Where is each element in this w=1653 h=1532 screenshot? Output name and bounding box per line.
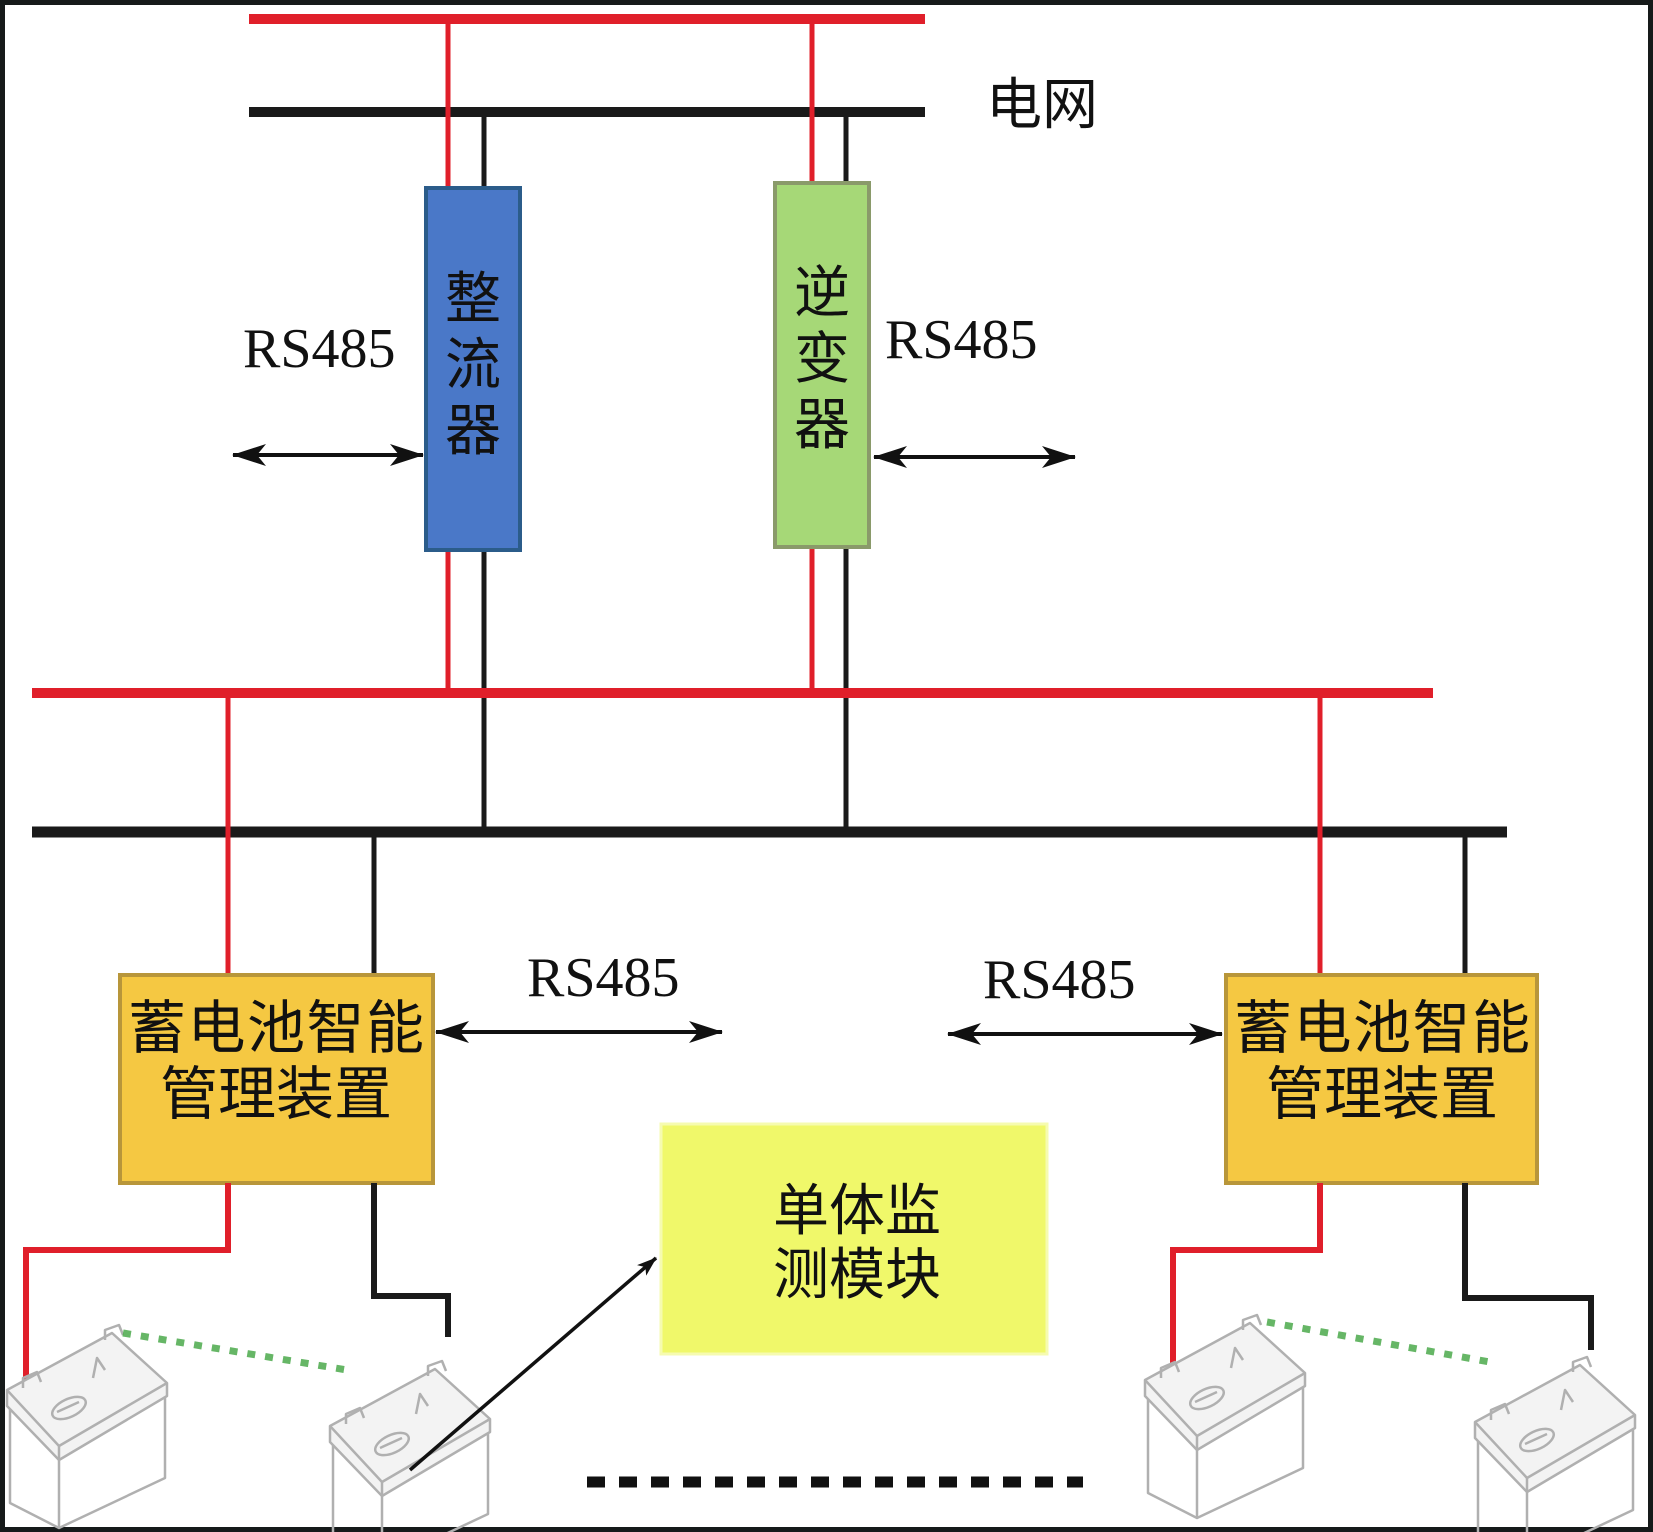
rectifier-label-3: 器 xyxy=(445,399,501,464)
battery-icon xyxy=(328,1359,492,1532)
rs485-label-bms-right: RS485 xyxy=(983,949,1136,1011)
battery-right-neutral-wire xyxy=(1462,1183,1594,1350)
bms-left-label-1: 蓄电池智能 xyxy=(128,994,424,1062)
battery-left-live-wire xyxy=(23,1183,231,1390)
battery-right-live-wire xyxy=(1170,1183,1323,1378)
rs485-label-bms-left: RS485 xyxy=(527,947,680,1009)
monitor-pointer-arrow xyxy=(408,1256,658,1472)
bms-right-label-2: 管理装置 xyxy=(1266,1060,1498,1128)
cell-link-left xyxy=(122,1329,348,1374)
battery-icon xyxy=(5,1323,169,1530)
cell-monitor-label-1: 单体监 xyxy=(773,1179,941,1244)
battery-icon xyxy=(1143,1313,1307,1520)
battery-left-neutral-wire xyxy=(371,1183,451,1337)
grid-label: 电网 xyxy=(986,73,1098,138)
battery-icon xyxy=(1473,1355,1637,1532)
rs485-label-rectifier: RS485 xyxy=(243,318,396,380)
inverter-label-3: 器 xyxy=(794,393,850,458)
bms-right-label-1: 蓄电池智能 xyxy=(1234,994,1530,1062)
inverter-label-1: 逆 xyxy=(794,261,850,326)
bms-left-box: 蓄电池智能 管理装置 xyxy=(118,973,435,1185)
rs485-label-inverter: RS485 xyxy=(885,309,1038,371)
inverter-box: 逆 变 器 xyxy=(773,181,871,549)
bms-left-label-2: 管理装置 xyxy=(160,1060,392,1128)
cell-link-right xyxy=(1266,1318,1491,1366)
inverter-label-2: 变 xyxy=(794,327,850,392)
rectifier-box: 整 流 器 xyxy=(424,186,522,552)
grid-bus xyxy=(249,14,925,117)
cell-monitor-box: 单体监 测模块 xyxy=(659,1122,1049,1356)
bms-right-box: 蓄电池智能 管理装置 xyxy=(1224,973,1539,1185)
rectifier-label-1: 整 xyxy=(445,267,501,332)
cell-monitor-label-2: 测模块 xyxy=(773,1243,941,1308)
rectifier-label-2: 流 xyxy=(445,333,501,398)
